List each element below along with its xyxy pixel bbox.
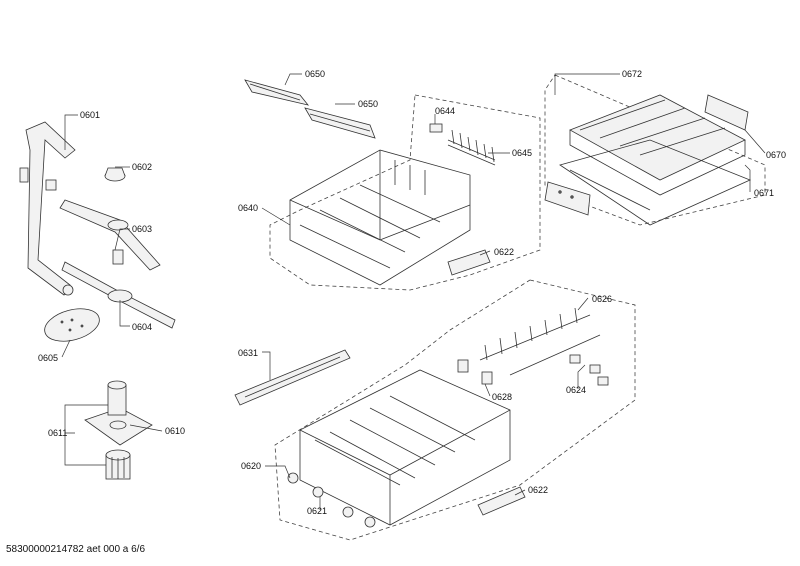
- label-0628: 0628: [492, 392, 512, 402]
- clip-small: [429, 123, 443, 133]
- label-0621: 0621: [307, 506, 327, 516]
- micro-filter-cylinder: [107, 380, 127, 416]
- label-0611: 0611: [48, 428, 67, 438]
- label-0650-top: 0650: [305, 69, 325, 79]
- label-0672: 0672: [622, 69, 642, 79]
- label-0604: 0604: [132, 322, 152, 332]
- lower-basket-handle: [477, 486, 526, 516]
- label-0601: 0601: [80, 110, 100, 120]
- document-reference-footer: 58300000214782 aet 000 a 6/6: [6, 544, 146, 555]
- rack-clips: [457, 359, 493, 385]
- label-0650-lower: 0650: [358, 99, 378, 109]
- tine-clips: [569, 354, 609, 386]
- label-0602: 0602: [132, 162, 152, 172]
- label-0644: 0644: [435, 106, 455, 116]
- cutlery-tray: [569, 94, 746, 196]
- label-0610: 0610: [165, 426, 185, 436]
- cup-shelf-rail-lower: [304, 107, 376, 139]
- upper-basket-assembly-boundary: [269, 94, 541, 291]
- label-0631: 0631: [238, 348, 258, 358]
- folding-rack: [447, 129, 496, 166]
- label-0605: 0605: [38, 353, 58, 363]
- spray-arm-nut: [104, 167, 126, 182]
- label-0671: 0671: [754, 188, 774, 198]
- label-0622-lower: 0622: [528, 485, 548, 495]
- cup-shelf-rail-upper: [244, 79, 310, 106]
- lower-basket-assembly-boundary: [274, 279, 636, 541]
- label-0603: 0603: [132, 224, 152, 234]
- tine-row-holder: [234, 349, 351, 406]
- cutlery-tray-assembly-boundary: [544, 74, 766, 226]
- upper-basket-handle: [447, 249, 491, 276]
- lower-basket-wheels: [287, 472, 376, 528]
- upper-spray-arm: [59, 199, 161, 271]
- leader-lines: [61, 73, 766, 510]
- label-0620: 0620: [241, 461, 261, 471]
- upper-basket: [289, 149, 471, 286]
- coarse-filter: [105, 449, 131, 480]
- label-0622-upper: 0622: [494, 247, 514, 257]
- tray-side-bracket: [544, 181, 591, 216]
- label-0645: 0645: [512, 148, 532, 158]
- spray-arm-cover: [44, 308, 100, 342]
- label-0640: 0640: [238, 203, 258, 213]
- folding-tine-rack: [479, 307, 601, 376]
- lower-basket: [299, 369, 511, 526]
- label-0624: 0624: [566, 385, 586, 395]
- label-0626: 0626: [592, 294, 612, 304]
- label-0670: 0670: [766, 150, 786, 160]
